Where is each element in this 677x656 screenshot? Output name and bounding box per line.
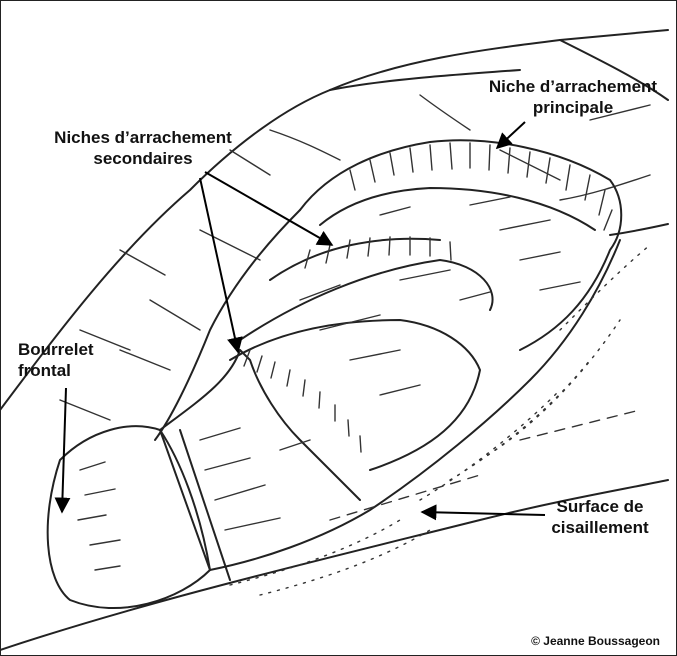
- toe-label-line2: frontal: [18, 361, 71, 380]
- hillslope: [0, 30, 668, 650]
- arrow-secondary-scarp-lower: [200, 178, 238, 352]
- arrow-shear-surface: [422, 512, 545, 515]
- arrow-toe: [62, 388, 66, 512]
- toe-label-line1: Bourrelet: [18, 340, 94, 359]
- main-scarp-label-line2: principale: [533, 98, 613, 117]
- main-scarp-label-line1: Niche d’arrachement: [489, 77, 658, 96]
- arrow-secondary-scarp-upper: [205, 172, 332, 245]
- slide-blocks: [48, 197, 650, 608]
- copyright-credit: © Jeanne Boussageon: [531, 634, 660, 648]
- secondary-scarps-label-line1: Niches d’arrachement: [54, 128, 232, 147]
- shear-surface-label-line2: cisaillement: [551, 518, 649, 537]
- shear-surface-label-line1: Surface de: [557, 497, 644, 516]
- secondary-scarps-label-line2: secondaires: [93, 149, 192, 168]
